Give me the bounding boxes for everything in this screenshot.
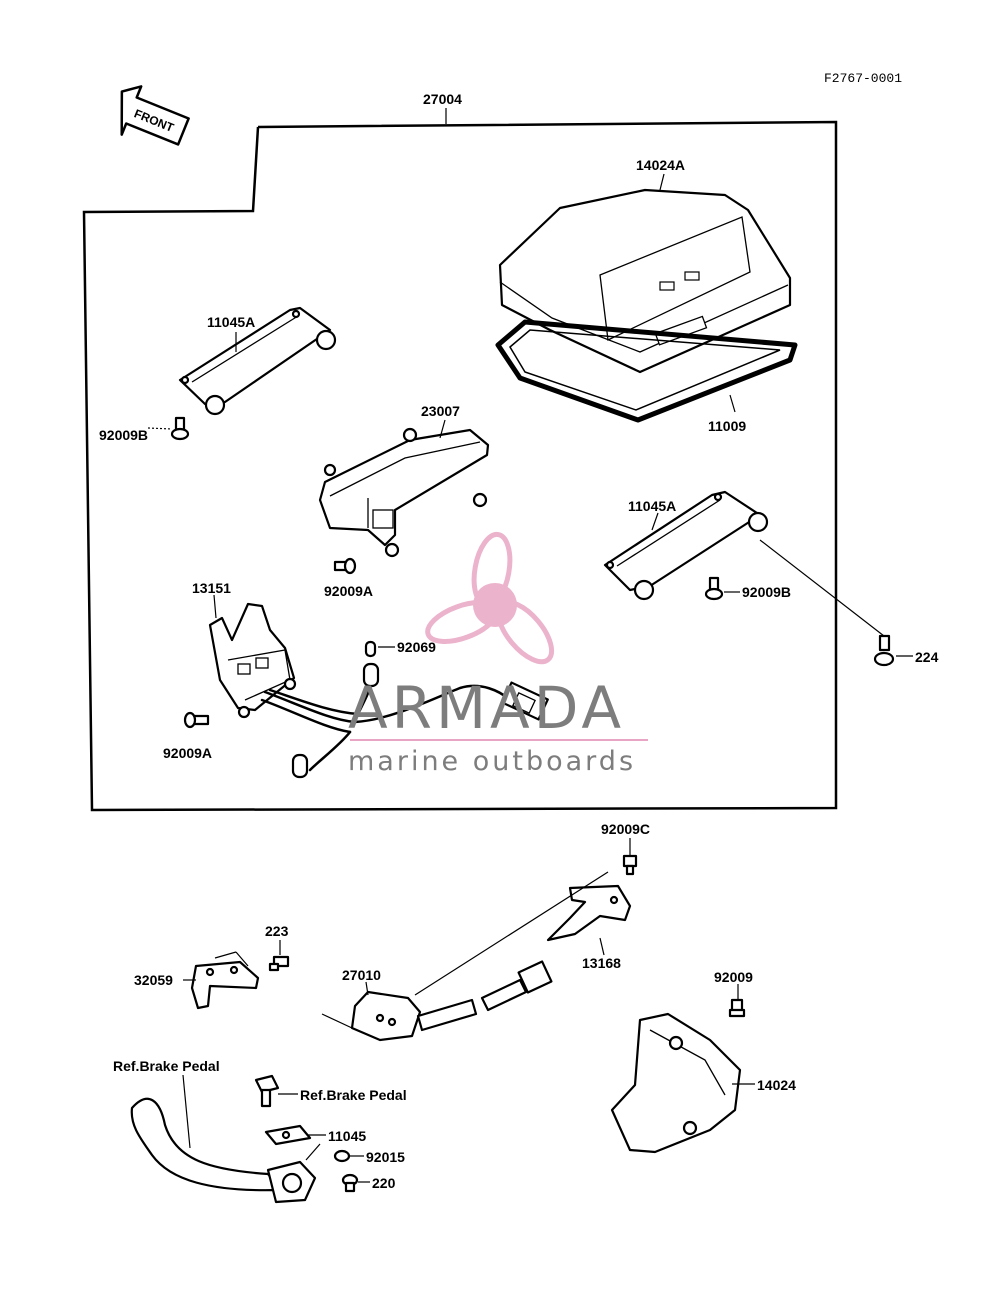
gasket-11009 [495,319,798,423]
label-223: 223 [265,923,289,939]
wire-harness [260,662,549,779]
front-arrow-icon: FRONT [120,85,190,146]
cover-14024 [610,1012,742,1154]
bolt-92009A-mid [333,557,357,575]
label-ref-brake-pedal-1: Ref.Brake Pedal [113,1058,220,1074]
bolt-224 [873,634,895,667]
switch-13151 [208,602,297,719]
label-27004: 27004 [423,91,462,107]
label-92069: 92069 [397,639,436,655]
label-92009: 92009 [714,969,753,985]
label-23007: 23007 [421,403,460,419]
label-220: 220 [372,1175,396,1191]
bolt-92009A-low [183,711,210,729]
label-92009B-left: 92009B [99,427,148,443]
bolt-223 [268,955,290,972]
watermark-tagline: marine outboards [348,746,636,777]
switch-27010 [321,960,553,1042]
bracket-11045A-left [178,306,337,416]
watermark-brand: ARMADA [348,674,625,742]
bolt-220 [341,1173,359,1193]
label-92009A-mid: 92009A [324,583,373,599]
bolt-92009B-right [704,576,724,601]
brake-pedal-arm [130,1097,317,1204]
bracket-23007 [318,427,490,558]
label-11045A-left: 11045A [207,314,255,330]
label-13151: 13151 [192,580,231,596]
bolt-92009C [622,854,638,876]
bracket-13168 [546,884,632,942]
bracket-11045 [264,1124,312,1146]
bolt-92009 [728,998,746,1018]
label-11045: 11045 [328,1128,366,1144]
label-11045A-right: 11045A [628,498,676,514]
label-11009: 11009 [708,418,746,434]
label-14024A: 14024A [636,157,685,173]
label-92015: 92015 [366,1149,405,1165]
diagram-code: F2767-0001 [824,71,902,86]
label-92009B-right: 92009B [742,584,791,600]
label-224: 224 [915,649,939,665]
label-92009A-low: 92009A [163,745,212,761]
bracket-11045A-right [603,490,769,601]
armada-logo-icon [425,531,555,665]
label-13168: 13168 [582,955,621,971]
nut-92015 [333,1149,351,1163]
bracket-32059 [190,960,260,1010]
label-27010: 27010 [342,967,381,983]
label-ref-brake-pedal-2: Ref.Brake Pedal [300,1087,407,1103]
label-32059: 32059 [134,972,173,988]
bolt-ref-brake-pedal [254,1074,280,1108]
cover-14024A [498,188,792,374]
bolt-92009B-left [170,416,190,441]
assembly-frame [82,120,838,812]
bulb-92069 [364,640,377,658]
label-92009C: 92009C [601,821,650,837]
label-14024: 14024 [757,1077,796,1093]
